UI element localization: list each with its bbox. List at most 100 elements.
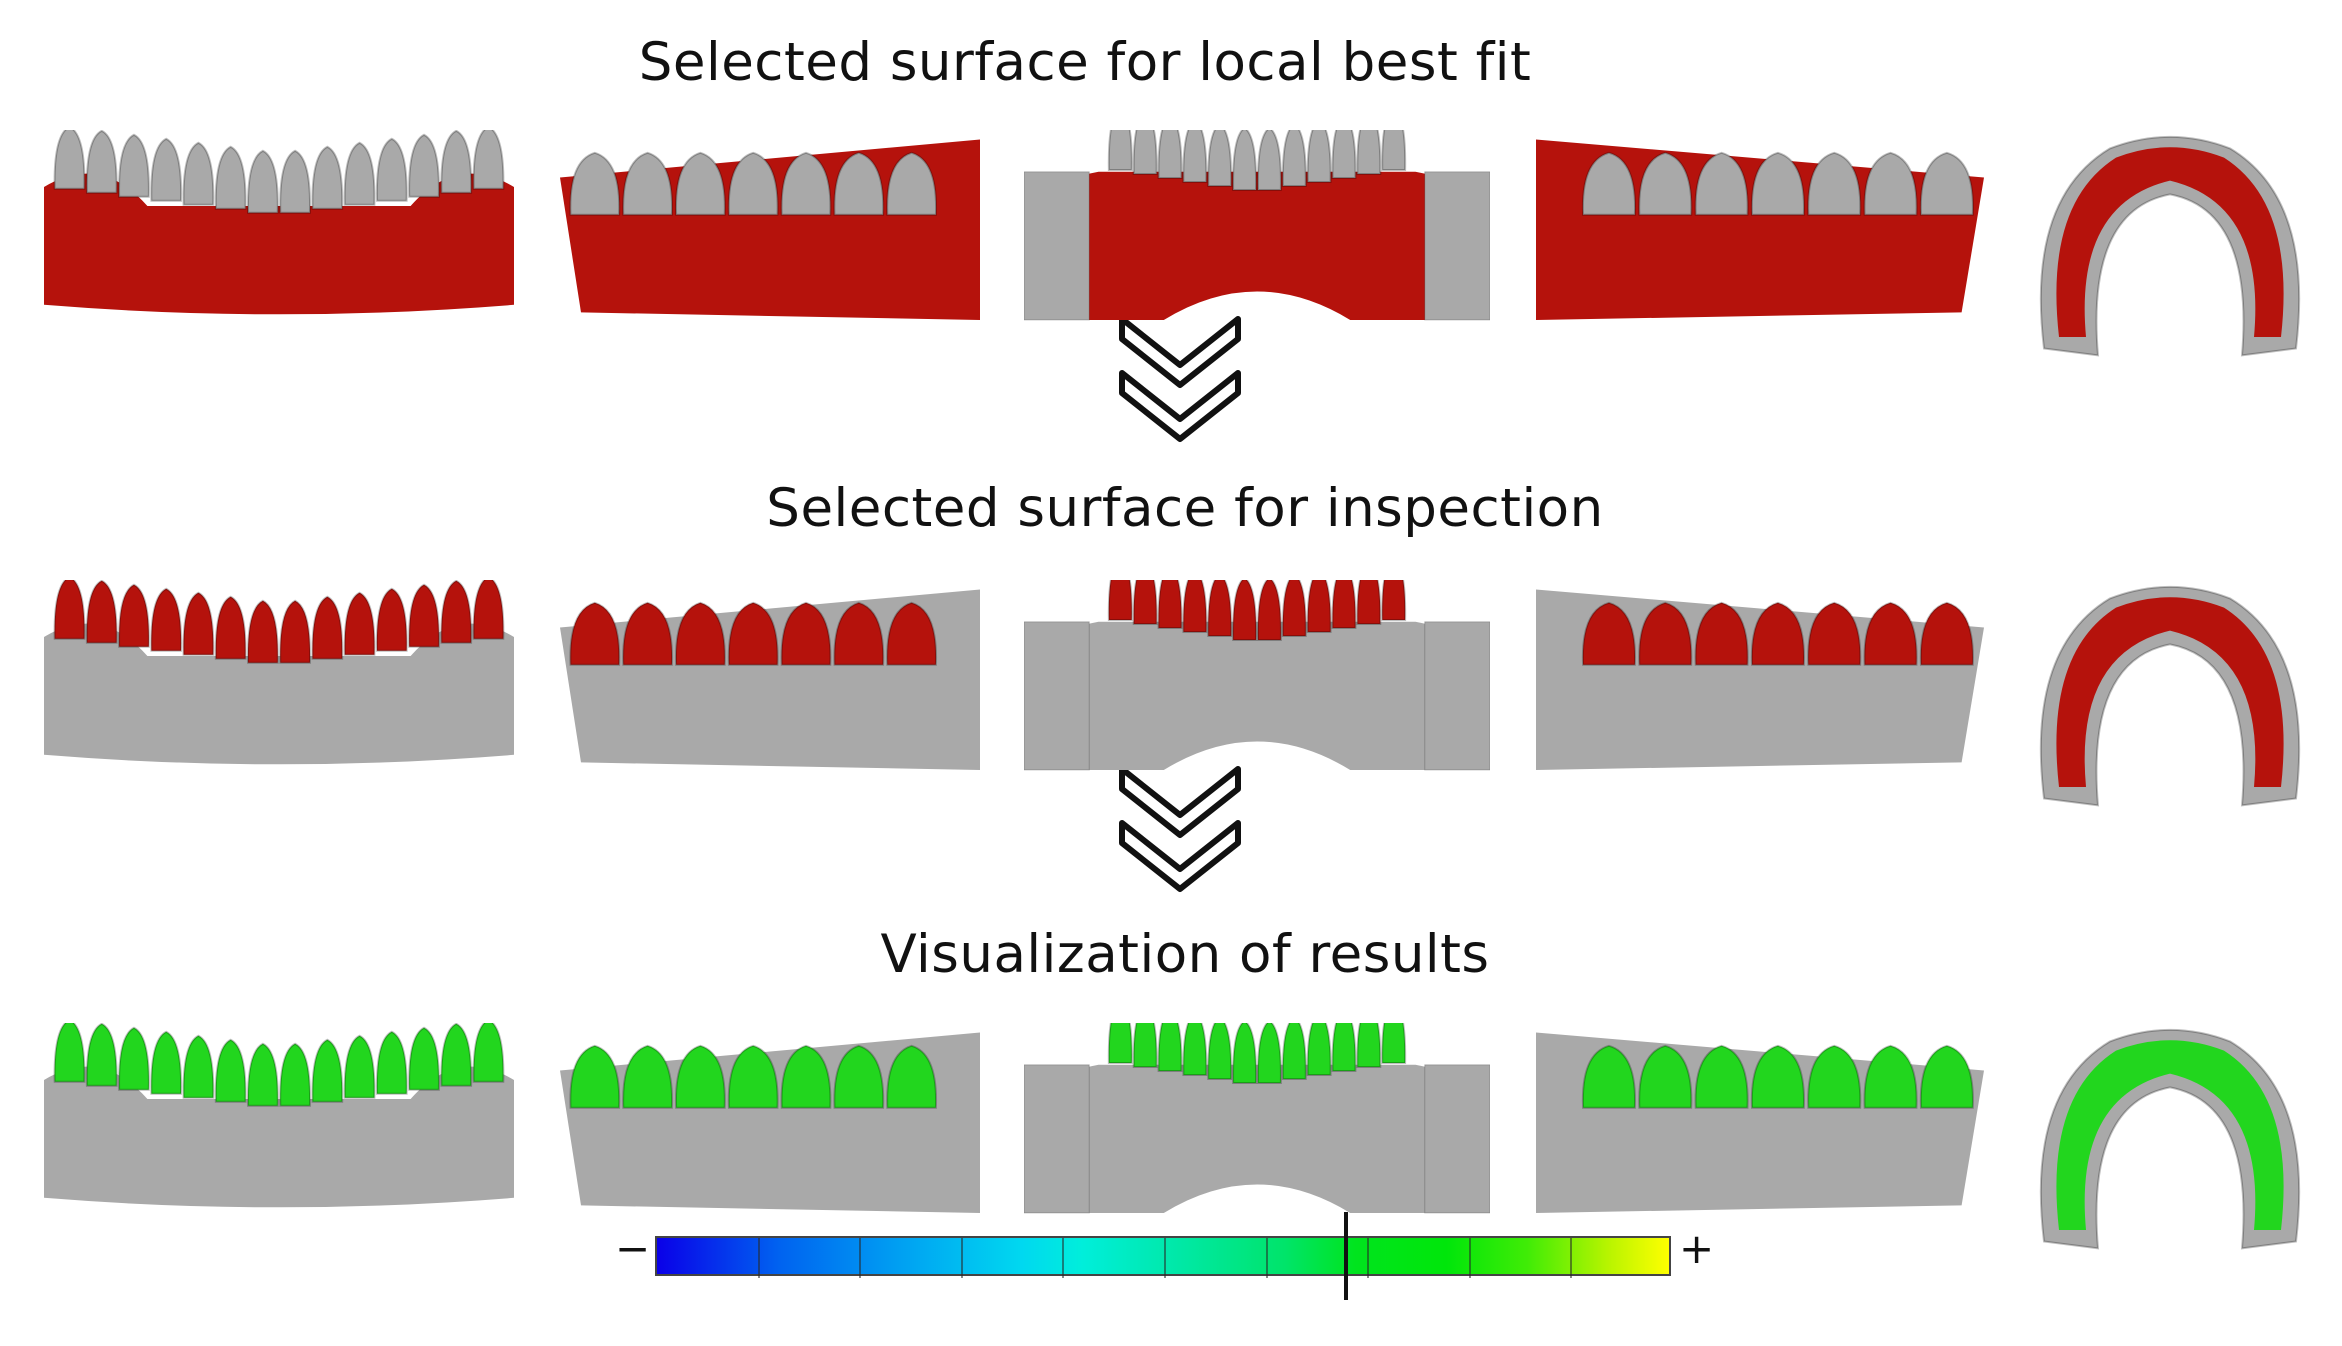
tooth-shape — [1638, 151, 1693, 216]
tooth-shape — [1107, 130, 1133, 171]
tooth-shape — [1281, 1023, 1307, 1080]
tooth-shape — [118, 1026, 150, 1091]
chevron-down-icon — [1119, 766, 1241, 892]
tooth-shape — [1281, 580, 1307, 637]
scale-tick — [1468, 1238, 1471, 1278]
tooth-shape — [440, 580, 473, 644]
tooth-shape — [1132, 130, 1158, 175]
tooth-shape — [311, 145, 344, 210]
tooth-shape — [622, 1044, 674, 1109]
tooth-shape — [472, 1023, 505, 1083]
tooth-shape — [1807, 1044, 1862, 1109]
tooth-shape — [780, 601, 832, 666]
scale-tick — [1265, 1238, 1268, 1278]
tooth-shape — [1581, 1044, 1636, 1109]
tooth-shape — [1182, 1023, 1208, 1076]
tooth-shape — [1331, 130, 1357, 179]
tooth-shape — [1863, 601, 1918, 666]
scale-tick — [757, 1238, 760, 1278]
tooth-shape — [279, 1042, 312, 1107]
tooth-shape — [569, 1044, 621, 1109]
tooth-shape — [1157, 130, 1183, 179]
tooth-shape — [727, 601, 779, 666]
tooth-shape — [1581, 151, 1636, 216]
model-post — [1024, 1064, 1090, 1214]
tooth-shape — [1331, 1023, 1357, 1072]
tooth-shape — [886, 1044, 938, 1109]
tooth-shape — [1207, 130, 1233, 187]
tooth-shape — [440, 1023, 473, 1087]
tooth-shape — [1306, 1023, 1332, 1076]
title-local-best-fit: Selected surface for local best fit — [638, 32, 1532, 93]
tooth-shape — [343, 1034, 376, 1099]
tooth-shape — [53, 1023, 86, 1083]
tooth-shape — [408, 583, 440, 648]
dental-model-inspection-front — [44, 580, 514, 790]
occlusal-surface — [2056, 1040, 2284, 1230]
scale-max-label: + — [1679, 1224, 1715, 1273]
tooth-shape — [674, 1044, 726, 1109]
tooth-shape — [1638, 1044, 1693, 1109]
tooth-shape — [118, 133, 150, 198]
tooth-shape — [569, 601, 621, 666]
tooth-shape — [53, 130, 86, 190]
dental-model-inspection-occlusal — [2020, 580, 2320, 830]
tooth-shape — [408, 1026, 440, 1091]
model-base — [44, 173, 514, 315]
tooth-shape — [150, 1030, 183, 1095]
dental-model-inspection-back — [1024, 580, 1490, 790]
dental-model-results-left — [1536, 1023, 1984, 1233]
dental-model-results-back — [1024, 1023, 1490, 1233]
tooth-shape — [408, 133, 440, 198]
dental-model-best-fit-back — [1024, 130, 1490, 340]
tooth-shape — [1232, 1023, 1258, 1084]
tooth-shape — [886, 601, 938, 666]
tooth-shape — [311, 1038, 344, 1103]
title-visualization: Visualization of results — [880, 924, 1490, 985]
tooth-shape — [1256, 1023, 1282, 1084]
chevron-down-icon — [1119, 316, 1241, 442]
dental-model-best-fit-left — [1536, 130, 1984, 340]
tooth-shape — [1807, 601, 1862, 666]
dental-model-inspection-right — [560, 580, 980, 790]
scale-tick — [1367, 1238, 1370, 1278]
tooth-shape — [1381, 1023, 1407, 1064]
tooth-shape — [375, 587, 408, 652]
tooth-shape — [472, 130, 505, 190]
tooth-shape — [1157, 1023, 1183, 1072]
tooth-shape — [246, 599, 279, 664]
dental-model-best-fit-occlusal — [2020, 130, 2320, 380]
tooth-shape — [1750, 151, 1805, 216]
tooth-shape — [1157, 580, 1183, 629]
tooth-shape — [1207, 1023, 1233, 1080]
tooth-shape — [1863, 151, 1918, 216]
tooth-shape — [343, 591, 376, 656]
tooth-shape — [727, 1044, 779, 1109]
tooth-shape — [214, 595, 247, 660]
tooth-shape — [780, 1044, 832, 1109]
occlusal-surface — [2056, 147, 2284, 337]
tooth-shape — [569, 151, 621, 216]
tooth-shape — [727, 151, 779, 216]
tooth-shape — [780, 151, 832, 216]
tooth-shape — [182, 1034, 215, 1099]
tooth-shape — [279, 599, 312, 664]
tooth-shape — [1256, 580, 1282, 641]
scale-tick — [1164, 1238, 1166, 1278]
tooth-shape — [833, 151, 885, 216]
tooth-shape — [440, 130, 473, 194]
tooth-shape — [150, 587, 183, 652]
dental-model-best-fit-front — [44, 130, 514, 340]
deviation-color-scale: − + — [615, 1212, 1714, 1300]
tooth-shape — [674, 601, 726, 666]
tooth-shape — [343, 141, 376, 206]
model-post — [1024, 621, 1090, 771]
tooth-shape — [1694, 151, 1749, 216]
scale-min-label: − — [615, 1224, 651, 1273]
tooth-shape — [1207, 580, 1233, 637]
tooth-shape — [1182, 580, 1208, 633]
tooth-shape — [1107, 580, 1133, 621]
dental-model-results-occlusal — [2020, 1023, 2320, 1273]
tooth-shape — [1356, 580, 1382, 625]
tooth-shape — [1107, 1023, 1133, 1064]
